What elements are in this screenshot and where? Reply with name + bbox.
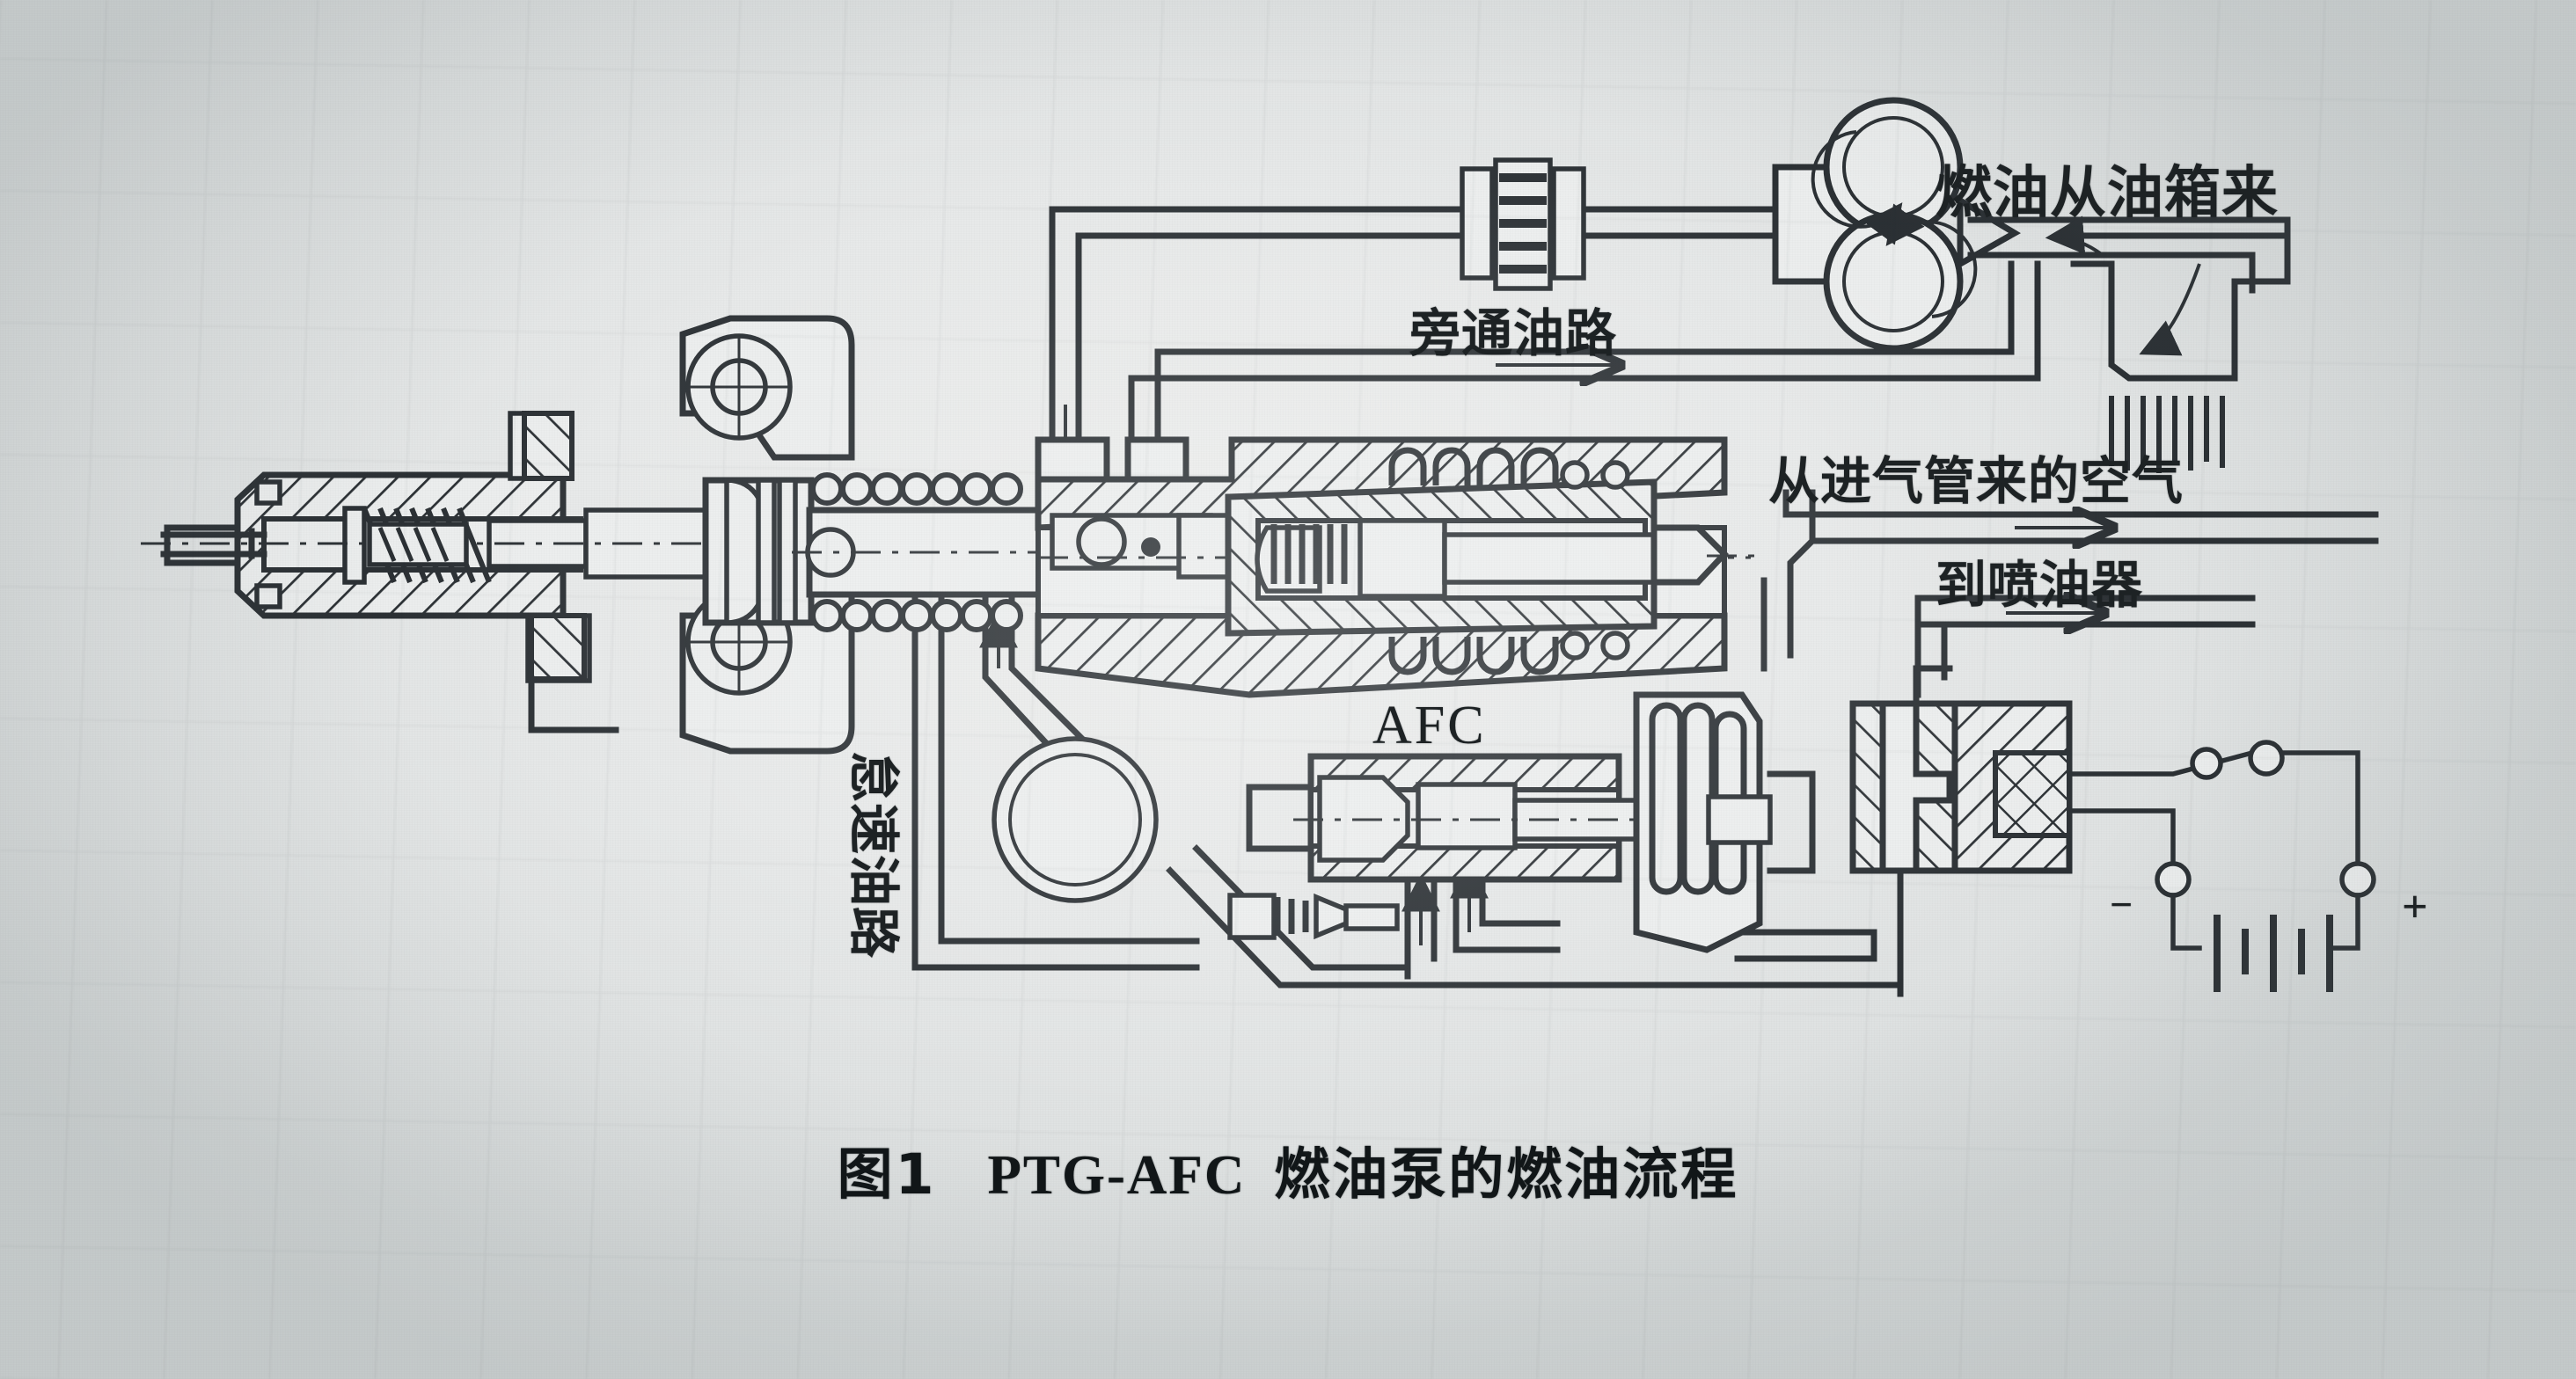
caption-code: PTG-AFC (987, 1144, 1247, 1206)
label-to-injector: 到喷油器 (1936, 555, 2144, 615)
pipe-filter-to-pump (1580, 206, 1781, 239)
throttle-assembly (992, 691, 1816, 953)
battery-symbol (2214, 915, 2333, 992)
check-valve (1227, 893, 1400, 940)
throttle-spring-pack (1633, 691, 1816, 953)
pipe-bypass-return (1128, 260, 2041, 483)
shutdown-solenoid (1849, 665, 2073, 997)
caption-index: 图1 (837, 1142, 937, 1207)
drive-shaft-tip (248, 522, 469, 567)
label-fuel-from-tank: 燃油从油箱来 (1936, 161, 2279, 226)
label-terminal-negative: − (2110, 882, 2134, 927)
caption-text: 燃油泵的燃油流程 (1274, 1142, 1739, 1207)
pipe-air-intake (1782, 489, 2379, 541)
label-idle-circuit: 怠速油路 (844, 750, 904, 959)
fuel-filter (1460, 157, 1586, 291)
pressure-damper (992, 736, 1159, 903)
label-air-from-intake: 从进气管来的空气 (1768, 451, 2184, 511)
figure-caption: 图1 PTG-AFC 燃油泵的燃油流程 (0, 1130, 2576, 1210)
pipe-afc-lower (1401, 859, 1561, 980)
gear-pump (1772, 97, 2021, 352)
pipe-bypass-top (1049, 206, 1464, 478)
pipe-to-injector (1914, 598, 2256, 698)
pipe-idle-circuit (911, 542, 1200, 971)
pump-housing (1035, 436, 1760, 698)
label-terminal-positive: + (2402, 882, 2429, 932)
return-to-tank-port (2045, 215, 2291, 473)
electrical-wiring (2067, 740, 2376, 992)
pipe-right-risers (1734, 536, 1877, 962)
thrust-bearing-balls (810, 472, 1023, 632)
pipe-bottom-return (1844, 929, 1904, 989)
afc-valve (1225, 447, 1760, 675)
label-afc: AFC (1372, 696, 1487, 755)
governor-flyweights (679, 315, 1109, 755)
label-bypass-circuit: 旁通油路 (1409, 303, 1618, 363)
